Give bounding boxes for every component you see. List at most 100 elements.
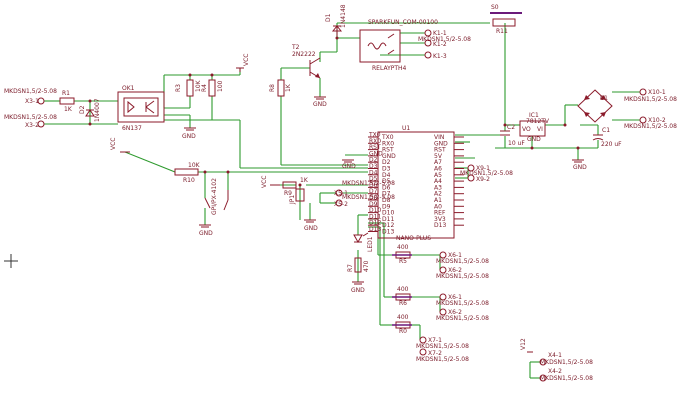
out2-b-part: MKDSN1,5/2-5.08 [436, 315, 489, 322]
transistor-t2[interactable]: T2 2N2222 [291, 44, 321, 79]
output-channel-2[interactable]: 400 R6 X6-1 MKDSN1,5/2-5.08 X6-2 MKDSN1,… [392, 286, 489, 322]
bridge-b1[interactable]: B1 [577, 89, 613, 123]
x10-2-label: X10-2 [648, 117, 666, 124]
gnd-led: GND [351, 281, 365, 294]
relay-label: SPARKFUN_COM-00100 [368, 19, 438, 26]
x9-2-label: X9-2 [476, 176, 490, 183]
k1-2-label: K1-2 [433, 41, 447, 48]
mcu-pin-label-left-2: RST [369, 144, 381, 151]
vcc-pot: VCC [110, 138, 130, 153]
mcu-pin-name-left-12: D10 [382, 210, 394, 217]
gnd-t2: GND [313, 96, 327, 108]
mcu-caption: NANO-PLUS [396, 235, 431, 242]
mcu-pin-name-right-3: 5V [434, 153, 443, 160]
connector-x10[interactable]: X10-1 MKDSN1,5/2-5.08 X10-2 MKDSN1,5/2-5… [624, 88, 677, 130]
connector-x3[interactable]: MKDSN1,5/2-5.08 X3-1 MKDSN1,5/2-5.08 X3-… [4, 88, 57, 129]
x9-1-label: X9-1 [476, 165, 490, 172]
resistor-r11[interactable]: S0 R11 [490, 4, 522, 35]
k1-1-label: K1-1 [433, 30, 447, 37]
mcu-pin-label-left-1: RX0 [369, 138, 381, 145]
mcu-pin-name-left-6: D4 [382, 172, 391, 179]
r8-value: 1K [285, 83, 292, 92]
out3-value: 400 [397, 314, 409, 321]
relay-k1[interactable]: SPARKFUN_COM-00100 RELAYPTH4 [359, 19, 438, 72]
mcu-pin-name-left-15: D13 [382, 229, 394, 236]
t2-type-label: 2N2222 [292, 51, 316, 58]
c1-value: 220 uF [601, 141, 622, 148]
mcu-pin-label-left-10: D8 [369, 195, 378, 202]
r1-value: 1K [64, 106, 73, 113]
resistor-r7[interactable]: R7 470 [347, 257, 370, 273]
x3-2-part-label: MKDSN1,5/2-5.08 [4, 114, 57, 121]
output-channel-1[interactable]: 400 R5 X6-1 MKDSN1,5/2-5.08 X6-2 MKDSN1,… [392, 244, 489, 280]
diode-d1[interactable]: D1 1N4148 [325, 4, 347, 36]
r9-label: R9 [284, 190, 292, 197]
r7-label: R7 [347, 264, 354, 272]
out1-a-part: MKDSN1,5/2-5.08 [436, 258, 489, 265]
mcu-pin-label-left-3: GND [369, 150, 383, 157]
out1-b-part: MKDSN1,5/2-5.08 [436, 273, 489, 280]
regulator-ic1[interactable]: IC1 7812TV VO VI GND [519, 112, 550, 143]
vcc-mid-label: VCC [261, 176, 268, 188]
mcu-pin-label-left-14: D12 [369, 220, 381, 227]
connector-x5[interactable]: MKDSN1,5/2-5.08 X5-1 MKDSN1,5/2-5.08 X5-… [334, 180, 395, 208]
r11-label: R11 [496, 28, 508, 35]
led-led1[interactable]: LED1 [353, 232, 374, 252]
out3-a-label: X7-1 [428, 337, 442, 344]
connector-x4[interactable]: V12 X4-1 MKDSN1,5/2-5.08 X4-2 MKDSN1,5/2… [520, 338, 593, 382]
mcu-pin-label-left-4: D2 [369, 157, 378, 164]
x9-1-part: MKDSN1,5/2-5.08 [460, 170, 513, 177]
gnd-left-label: GND [182, 133, 196, 140]
vcc-left-label: VCC [243, 54, 250, 66]
out3-label: R0 [399, 328, 407, 335]
out2-label: R6 [399, 300, 407, 307]
resistor-r1[interactable]: R1 1K [59, 90, 75, 113]
switch-gpi[interactable]: GPI/PX-4102 [204, 178, 229, 215]
gnd-pot-label: GND [199, 230, 213, 237]
mcu-pin-name-left-11: D9 [382, 203, 391, 210]
mcu-pin-name-left-10: D8 [382, 197, 391, 204]
gnd-left: GND [182, 127, 196, 140]
potentiometer-r10[interactable]: 10K R10 [174, 162, 201, 184]
resistor-r9[interactable]: R9 1K [282, 177, 309, 197]
gnd-mcu-label: GND [342, 163, 356, 170]
out3-b-label: X7-2 [428, 350, 442, 357]
x10-1-part: MKDSN1,5/2-5.08 [624, 96, 677, 103]
mcu-pin-name-left-9: D7 [382, 191, 391, 198]
r4-label: R4 [201, 84, 208, 92]
mcu-pin-label-left-7: D5 [369, 176, 378, 183]
mcu-pin-name-right-0: VIN [434, 134, 444, 141]
jumper-jp1[interactable]: JP1 [289, 188, 305, 205]
x3-2-label: X3-2 [25, 122, 39, 129]
gnd-mcu: GND [342, 159, 356, 170]
resistor-r8[interactable]: R8 1K [269, 79, 292, 97]
vcc-pot-label: VCC [110, 138, 117, 150]
diode-d2[interactable]: D2 1N4007 [79, 98, 101, 122]
capacitor-c1[interactable]: C1 220 uF [592, 127, 622, 148]
gnd-power: GND [572, 159, 587, 171]
connector-x9[interactable]: X9-1 MKDSN1,5/2-5.08 X9-2 [460, 164, 513, 183]
ic1-vi: VI [537, 126, 543, 133]
ic1-gnd: GND [527, 136, 541, 143]
mcu-pin-name-right-1: GND [434, 140, 448, 147]
r8-label: R8 [269, 84, 276, 92]
x4-1-label: X4-1 [548, 352, 562, 359]
mcu-pin-label-left-12: D10 [369, 207, 381, 214]
resistor-r4[interactable]: R4 100 [201, 79, 224, 97]
output-channel-3[interactable]: 400 R0 X7-1 MKDSN1,5/2-5.08 X7-2 MKDSN1,… [392, 314, 469, 363]
vcc-mid: VCC [261, 176, 280, 188]
optocoupler-ok1[interactable]: OK1 6N137 [117, 85, 165, 132]
resistor-r3[interactable]: R3 10K [175, 79, 202, 97]
d1-label: D1 [325, 13, 332, 22]
capacitor-c2[interactable]: C2 10 uF [500, 124, 525, 147]
x5-1-label: X5-1 [334, 190, 348, 197]
mcu-u1[interactable]: U1 NANO-PLUS [377, 125, 455, 242]
connector-k1[interactable]: K1-1 MKDSN1,5/2-5.08 K1-2 K1-3 [418, 29, 471, 60]
x3-1-part-label: MKDSN1,5/2-5.08 [4, 88, 57, 95]
x5-1-part-label: MKDSN1,5/2-5.08 [342, 180, 395, 187]
mcu-pin-name-left-2: RST [382, 147, 394, 154]
mcu-pin-name-right-2: RST [434, 147, 446, 154]
r10-value: 10K [188, 162, 201, 169]
mcu-pin-label-left-5: D3 [369, 163, 378, 170]
